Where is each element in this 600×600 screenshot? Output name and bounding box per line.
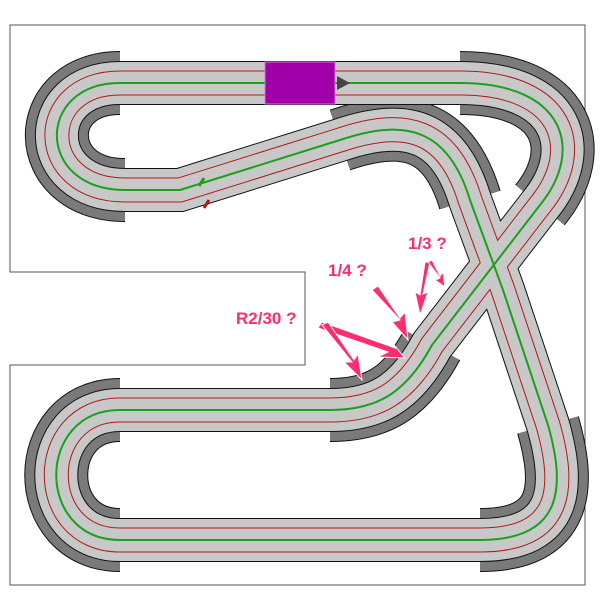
annotation-1-4: 1/4 ? — [328, 261, 367, 280]
annotation-arrows — [317, 259, 446, 382]
track-mid — [44, 71, 575, 552]
lane-green-center — [55, 82, 564, 541]
direction-arrow-icon — [337, 76, 350, 90]
layout-boundary — [9, 24, 586, 586]
car-markers — [197, 177, 211, 209]
track-path — [34, 61, 585, 562]
annotation-r2-30: R2/30 ? — [236, 309, 296, 328]
annotation-1-3: 1/3 ? — [408, 234, 447, 253]
start-finish-line — [264, 61, 350, 105]
